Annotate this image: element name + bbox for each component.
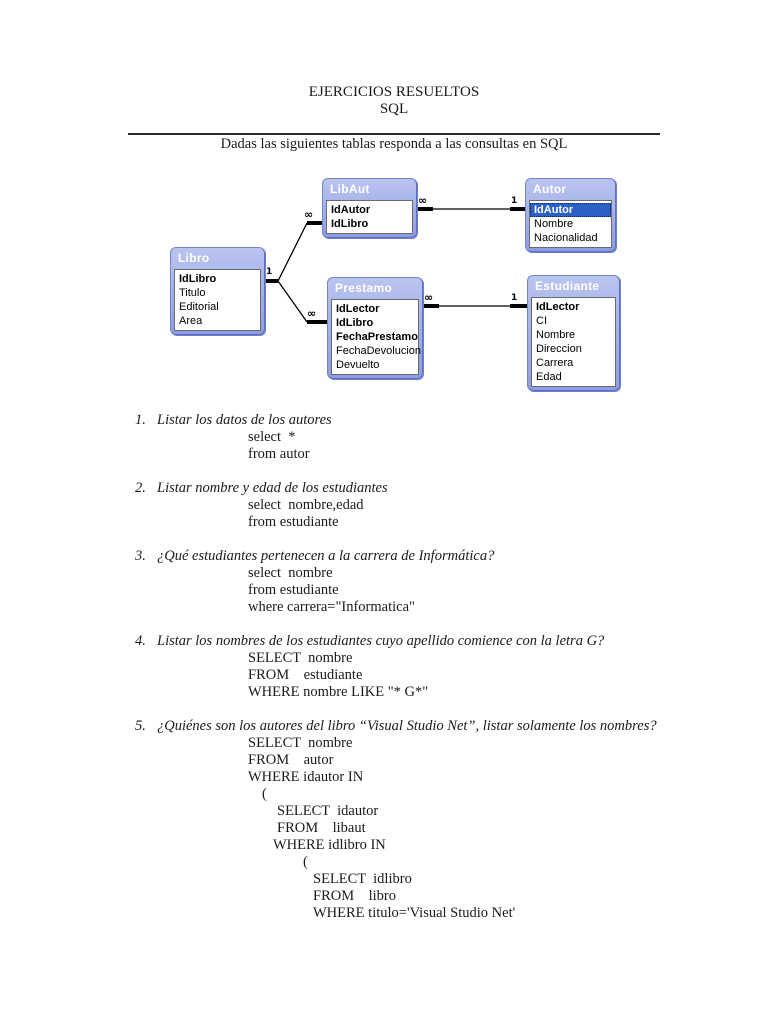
- exercise-question: Listar los nombres de los estudiantes cu…: [157, 633, 605, 649]
- field-nombre: Nombre: [534, 218, 574, 230]
- exercise-4: 4. Listar los nombres de los estudiantes…: [0, 633, 768, 701]
- table-title-libaut: LibAut: [330, 182, 370, 196]
- field-editorial: Editorial: [179, 301, 219, 313]
- exercise-3: 3. ¿Qué estudiantes pertenecen a la carr…: [0, 548, 768, 616]
- exercise-number: 2.: [135, 480, 146, 496]
- exercise-question: Listar nombre y edad de los estudiantes: [157, 480, 388, 496]
- field-idautor-selected: IdAutor: [530, 203, 611, 217]
- field-idlector: IdLector: [336, 303, 380, 315]
- sql-line: FROM libaut: [277, 820, 366, 836]
- sql-line: SELECT idlibro: [313, 871, 412, 887]
- sql-code-block: SELECT nombre FROM estudiante WHERE nomb…: [157, 650, 663, 701]
- field-fechadevolucion: FechaDevolucion: [336, 345, 421, 357]
- sql-line: WHERE nombre LIKE "* G*": [248, 684, 429, 700]
- sql-line: SELECT idautor: [277, 803, 379, 819]
- entity-table-prestamo: Prestamo IdLector IdLibro FechaPrestamo …: [327, 277, 423, 379]
- page-subtitle: Dadas las siguientes tablas responda a l…: [220, 136, 568, 152]
- sql-line: select nombre,edad: [248, 497, 364, 513]
- exercise-number: 3.: [135, 548, 146, 564]
- sql-line: select nombre: [248, 565, 333, 581]
- exercise-question: ¿Quiénes son los autores del libro “Visu…: [157, 718, 657, 734]
- sql-line: SELECT nombre: [248, 650, 353, 666]
- sql-line: FROM autor: [248, 752, 334, 768]
- page-title-line1: EJERCICIOS RESUELTOS: [308, 84, 480, 100]
- field-titulo: Titulo: [179, 287, 206, 299]
- field-idlibro: IdLibro: [336, 317, 374, 329]
- exercise-question: Listar los datos de los autores: [157, 412, 332, 428]
- cardinality-one-libro: 1: [266, 267, 273, 277]
- sql-line: (: [262, 786, 267, 802]
- sql-line: WHERE idlibro IN: [273, 837, 386, 853]
- field-nombre: Nombre: [536, 329, 576, 341]
- sql-line: WHERE titulo='Visual Studio Net': [313, 905, 516, 921]
- entity-table-libro: Libro IdLibro Titulo Editorial Area: [170, 247, 265, 335]
- field-nacionalidad: Nacionalidad: [534, 232, 598, 244]
- field-fechaprestamo: FechaPrestamo: [336, 331, 418, 343]
- table-fields-libaut: IdAutor IdLibro: [326, 200, 413, 234]
- entity-table-libaut: LibAut IdAutor IdLibro: [322, 178, 417, 238]
- database-relationship-diagram: ∞ 1 1 ∞ ∞ ∞ 1 Libro IdLibro Titulo Edito…: [0, 165, 768, 405]
- field-devuelto: Devuelto: [336, 359, 380, 371]
- field-idlibro: IdLibro: [331, 218, 369, 230]
- exercise-2: 2. Listar nombre y edad de los estudiant…: [0, 480, 768, 531]
- table-title-libro: Libro: [178, 251, 210, 265]
- table-title-autor: Autor: [533, 182, 567, 196]
- sql-code-block: select nombre,edad from estudiante: [157, 497, 663, 531]
- cardinality-many-libaut: ∞: [418, 194, 428, 207]
- field-ci: CI: [536, 315, 547, 327]
- table-title-estudiante: Estudiante: [535, 279, 600, 293]
- field-idlector: IdLector: [536, 301, 580, 313]
- cardinality-many-prestamo-2: ∞: [424, 291, 434, 304]
- cardinality-one-estudiante: 1: [511, 293, 518, 303]
- cardinality-many-prestamo: ∞: [307, 307, 317, 320]
- entity-table-estudiante: Estudiante IdLector CI Nombre Direccion …: [527, 275, 620, 391]
- cardinality-many-libaut-2: ∞: [304, 208, 314, 221]
- field-carrera: Carrera: [536, 357, 574, 369]
- exercise-number: 1.: [135, 412, 146, 428]
- page-title-line2: SQL: [379, 101, 409, 117]
- exercise-number: 4.: [135, 633, 146, 649]
- table-fields-autor: IdAutor Nombre Nacionalidad: [529, 200, 612, 248]
- header-divider: [128, 133, 660, 135]
- field-edad: Edad: [536, 371, 562, 383]
- sql-line: WHERE idautor IN: [248, 769, 364, 785]
- field-idautor: IdAutor: [331, 204, 371, 216]
- exercise-question: ¿Qué estudiantes pertenecen a la carrera…: [157, 548, 495, 564]
- sql-line: FROM estudiante: [248, 667, 363, 683]
- relationship-connectors: [263, 207, 528, 324]
- field-area: Area: [179, 315, 203, 327]
- document-header: EJERCICIOS RESUELTOS SQL Dadas las sigui…: [128, 84, 660, 153]
- exercise-1: 1. Listar los datos de los autores selec…: [0, 412, 768, 463]
- sql-line: from estudiante: [248, 514, 339, 530]
- sql-line: SELECT nombre: [248, 735, 353, 751]
- field-direccion: Direccion: [536, 343, 582, 355]
- table-fields-prestamo: IdLector IdLibro FechaPrestamo FechaDevo…: [331, 299, 421, 375]
- field-idlibro: IdLibro: [179, 273, 217, 285]
- sql-code-block: SELECT nombre FROM autor WHERE idautor I…: [157, 735, 663, 922]
- cardinality-one-autor: 1: [511, 196, 518, 206]
- sql-code-block: select * from autor: [157, 429, 663, 463]
- exercise-number: 5.: [135, 718, 146, 734]
- table-title-prestamo: Prestamo: [335, 281, 393, 295]
- sql-line: from autor: [248, 446, 310, 462]
- exercise-5: 5. ¿Quiénes son los autores del libro “V…: [0, 718, 768, 922]
- entity-table-autor: Autor IdAutor Nombre Nacionalidad: [525, 178, 616, 252]
- sql-line: FROM libro: [313, 888, 396, 904]
- sql-line: where carrera="Informatica": [248, 599, 415, 615]
- exercise-list: 1. Listar los datos de los autores selec…: [0, 412, 768, 939]
- table-fields-estudiante: IdLector CI Nombre Direccion Carrera Eda…: [531, 297, 616, 387]
- table-fields-libro: IdLibro Titulo Editorial Area: [174, 269, 261, 331]
- sql-code-block: select nombre from estudiante where carr…: [157, 565, 663, 616]
- sql-line: (: [303, 854, 308, 870]
- sql-line: select *: [248, 429, 296, 445]
- sql-line: from estudiante: [248, 582, 339, 598]
